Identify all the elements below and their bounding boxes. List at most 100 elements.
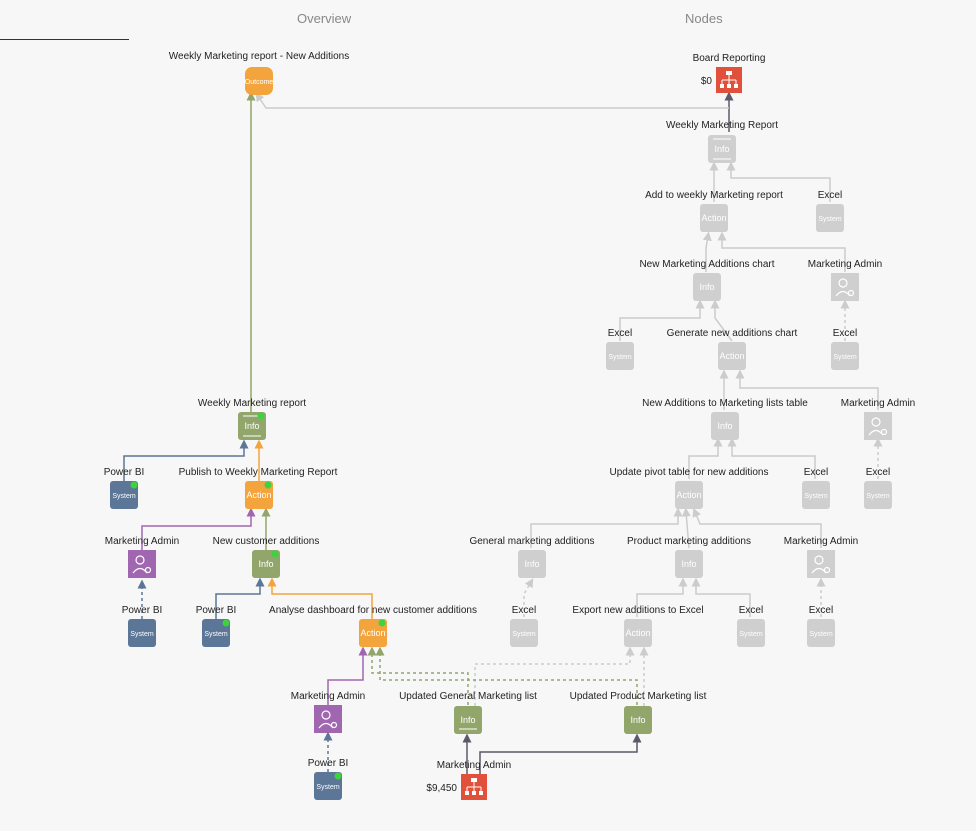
node-generate-chart[interactable]: Generate new additions chart Action [667, 328, 798, 370]
edge [735, 369, 879, 410]
node-badge: Info [699, 282, 714, 292]
node-power-bi-3[interactable]: Power BI System [196, 605, 237, 647]
node-excel-7[interactable]: Excel System [737, 605, 765, 647]
node-marketing-admin-1[interactable]: Marketing Admin [808, 259, 882, 301]
node-label: General marketing additions [469, 536, 594, 547]
edge [474, 646, 635, 706]
node-label: Export new additions to Excel [572, 605, 703, 616]
node-badge: Info [681, 559, 696, 569]
node-badge: Action [701, 213, 726, 223]
connectors [123, 91, 883, 774]
node-update-pivot[interactable]: Update pivot table for new additions Act… [610, 467, 769, 509]
node-badge: Info [258, 559, 273, 569]
node-badge: System [112, 493, 136, 500]
node-badge: Outcome [245, 79, 274, 86]
admin-icon [811, 555, 831, 574]
node-weekly-marketing-report-left[interactable]: Weekly Marketing report Info [198, 398, 306, 440]
node-label: Weekly Marketing Report [666, 120, 778, 131]
edge [375, 646, 638, 705]
node-excel-5[interactable]: Excel System [864, 467, 892, 509]
node-add-to-weekly[interactable]: Add to weekly Marketing report Action [645, 190, 783, 232]
node-badge: Info [460, 715, 475, 725]
tab-overview[interactable]: Overview [297, 11, 352, 26]
node-excel-8[interactable]: Excel System [807, 605, 835, 647]
node-label: Marketing Admin [841, 398, 915, 409]
edge [523, 578, 534, 617]
node-badge: System [512, 631, 536, 638]
edge [691, 577, 751, 617]
node-marketing-admin-org[interactable]: Marketing Admin $9,450 [426, 760, 511, 800]
node-label: Analyse dashboard for new customer addit… [269, 605, 477, 616]
node-label: Excel [833, 328, 857, 339]
node-label: Add to weekly Marketing report [645, 190, 783, 201]
node-badge: Action [246, 490, 271, 500]
node-outcome[interactable]: Weekly Marketing report - New Additions … [169, 51, 349, 95]
node-marketing-admin-3[interactable]: Marketing Admin [784, 536, 858, 578]
node-badge: System [204, 631, 228, 638]
node-badge: System [130, 631, 154, 638]
node-power-bi-2[interactable]: Power BI System [122, 605, 163, 647]
node-badge: Action [676, 490, 701, 500]
node-marketing-admin-4[interactable]: Marketing Admin [105, 536, 179, 578]
node-marketing-admin-5[interactable]: Marketing Admin [291, 691, 365, 733]
node-excel-6[interactable]: Excel System [510, 605, 538, 647]
node-excel-3[interactable]: Excel System [831, 328, 859, 370]
node-updated-general-list[interactable]: Updated General Marketing list Info [399, 691, 537, 734]
edge [692, 507, 822, 548]
tab-underline [0, 39, 129, 40]
node-badge: Info [714, 144, 729, 154]
node-badge: Info [244, 421, 259, 431]
node-badge: System [866, 493, 890, 500]
node-label: Excel [804, 467, 828, 478]
node-general-marketing-additions[interactable]: General marketing additions Info [469, 536, 595, 578]
node-new-additions-table[interactable]: New Additions to Marketing lists table I… [642, 398, 808, 440]
node-product-marketing-additions[interactable]: Product marketing additions Info [627, 536, 751, 578]
node-weekly-marketing-report[interactable]: Weekly Marketing Report Info [666, 120, 778, 163]
node-amount: $0 [701, 76, 713, 87]
edge [619, 299, 705, 341]
node-power-bi-4[interactable]: Power BI System [308, 758, 349, 800]
node-label: Product marketing additions [627, 536, 751, 547]
node-power-bi-1[interactable]: Power BI System [104, 467, 145, 509]
node-label: Marketing Admin [808, 259, 882, 270]
org-chart-icon [720, 71, 738, 88]
node-label: Marketing Admin [105, 536, 179, 547]
edge [681, 507, 691, 549]
admin-icon [132, 555, 152, 574]
node-label: Marketing Admin [291, 691, 365, 702]
node-label: New Marketing Additions chart [639, 259, 774, 270]
node-publish[interactable]: Publish to Weekly Marketing Report Actio… [179, 467, 338, 509]
node-label: Excel [818, 190, 842, 201]
node-new-customer-additions[interactable]: New customer additions Info [213, 536, 320, 578]
node-label: Power BI [122, 605, 163, 616]
node-label: New customer additions [213, 536, 320, 547]
node-label: Power BI [308, 758, 349, 769]
edge [479, 733, 642, 774]
node-board-reporting[interactable]: Board Reporting $0 [693, 53, 766, 93]
node-label: New Additions to Marketing lists table [642, 398, 808, 409]
node-badge: System [809, 631, 833, 638]
node-label: Excel [809, 605, 833, 616]
node-marketing-admin-2[interactable]: Marketing Admin [841, 398, 915, 440]
node-badge: System [608, 354, 632, 361]
edge [530, 507, 683, 548]
edge [215, 577, 265, 619]
edge [636, 577, 688, 617]
node-badge: System [739, 631, 763, 638]
edge [123, 439, 249, 481]
node-export-to-excel[interactable]: Export new additions to Excel Action [572, 605, 704, 647]
node-label: Publish to Weekly Marketing Report [179, 467, 338, 478]
node-label: Generate new additions chart [667, 328, 798, 339]
tab-nodes[interactable]: Nodes [685, 11, 723, 26]
node-updated-product-list[interactable]: Updated Product Marketing list Info [570, 691, 707, 734]
node-excel-1[interactable]: Excel System [816, 190, 844, 232]
edge [727, 437, 816, 479]
node-excel-4[interactable]: Excel System [802, 467, 830, 509]
edge [267, 577, 373, 619]
node-badge: Action [719, 351, 744, 361]
admin-icon [318, 710, 338, 729]
node-excel-2[interactable]: Excel System [606, 328, 634, 370]
node-analyse-dashboard[interactable]: Analyse dashboard for new customer addit… [269, 605, 477, 647]
node-new-marketing-chart[interactable]: New Marketing Additions chart Info [639, 259, 775, 301]
